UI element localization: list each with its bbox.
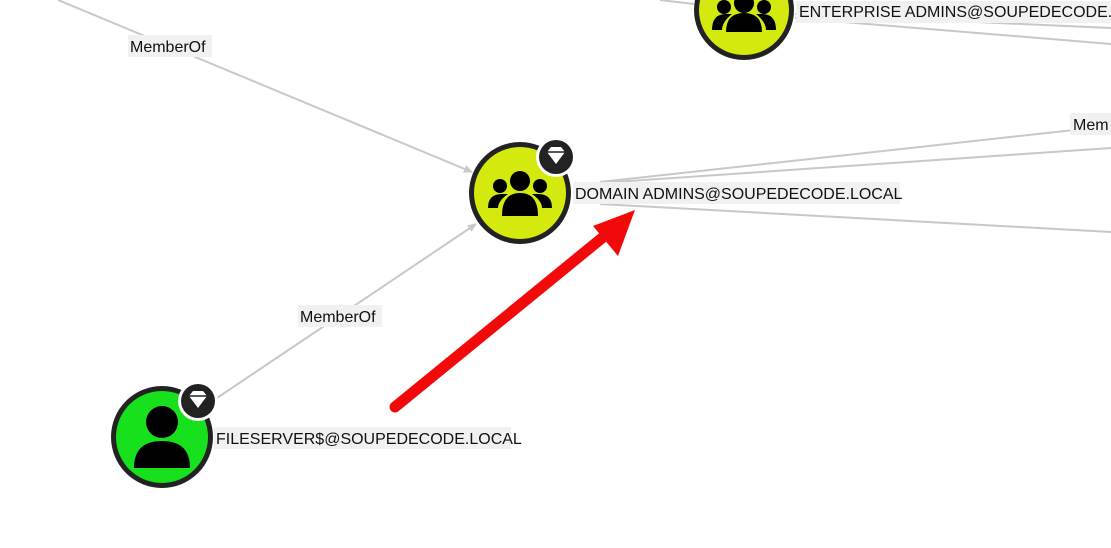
node-enterprise-admins[interactable]: ENTERPRISE ADMINS@SOUPEDECODE.L — [694, 0, 1111, 60]
edge-label-memberof-2[interactable]: MemberOf — [298, 305, 382, 327]
edge-domain-admins-right-3[interactable] — [599, 203, 1111, 233]
edge-label-memberof-1[interactable]: MemberOf — [128, 35, 212, 57]
high-value-gem-icon — [536, 137, 576, 177]
edge-label-text: Mem — [1073, 117, 1109, 134]
group-icon — [712, 0, 776, 32]
edge-domain-admins-right-1[interactable] — [599, 125, 1111, 183]
group-icon — [488, 171, 552, 216]
edge-enterprise-admins-in[interactable] — [659, 0, 695, 5]
red-annotation-arrow — [389, 210, 635, 413]
node-label: DOMAIN ADMINS@SOUPEDECODE.LOCAL — [575, 186, 903, 203]
node-label: ENTERPRISE ADMINS@SOUPEDECODE.L — [799, 4, 1111, 21]
edge-label-text: MemberOf — [130, 39, 206, 56]
edge-label-mem-truncated[interactable]: Mem — [1070, 113, 1111, 135]
high-value-gem-icon — [178, 381, 218, 421]
node-label: FILESERVER$@SOUPEDECODE.LOCAL — [216, 431, 522, 448]
edge-domain-admins-right-2[interactable] — [599, 147, 1111, 184]
node-fileserver[interactable]: FILESERVER$@SOUPEDECODE.LOCAL — [111, 381, 522, 488]
user-icon — [134, 406, 190, 468]
node-domain-admins[interactable]: DOMAIN ADMINS@SOUPEDECODE.LOCAL — [469, 137, 903, 244]
edge-label-text: MemberOf — [300, 309, 376, 326]
edge-memberof-top-to-domain-admins[interactable] — [57, 0, 473, 173]
